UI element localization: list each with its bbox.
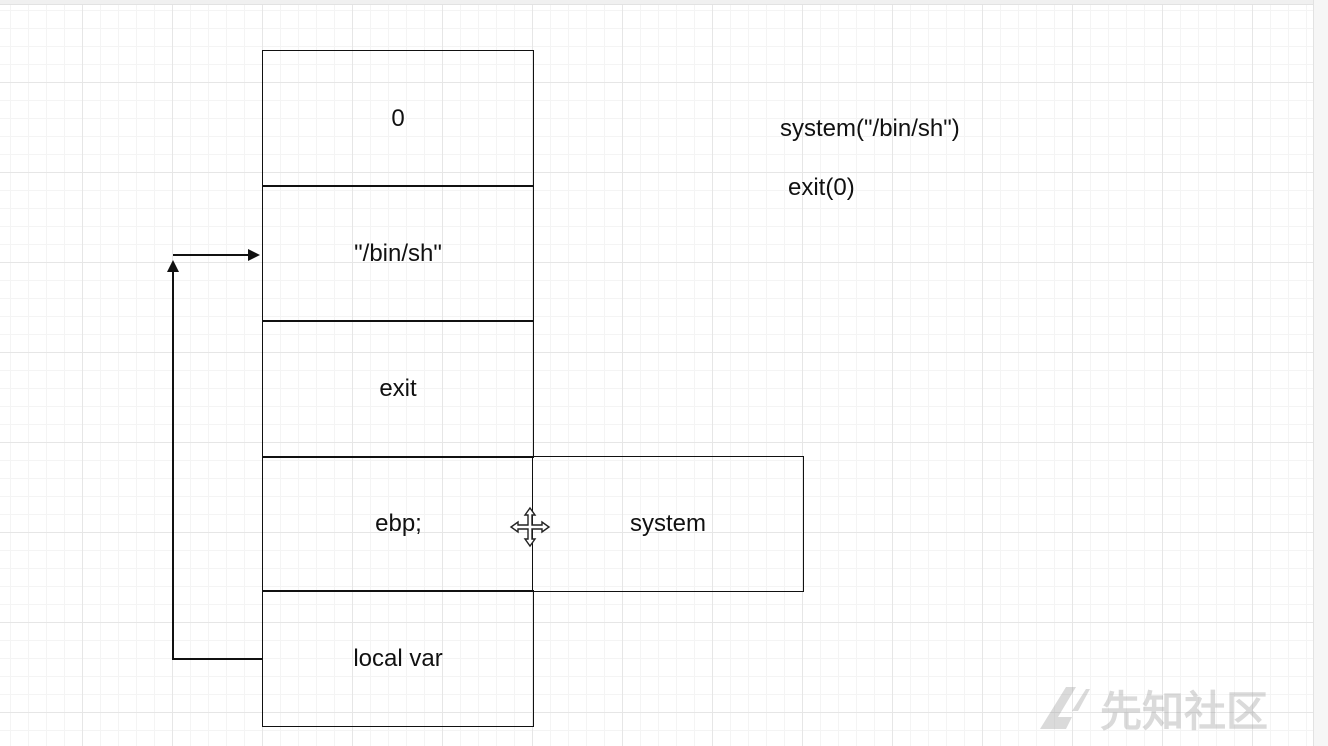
watermark-logo-icon [1040, 687, 1090, 729]
move-cursor-icon[interactable] [509, 506, 551, 548]
watermark-text: 先知社区 [1100, 686, 1269, 736]
watermark: 先知社区 [1036, 680, 1268, 736]
note-exit-call[interactable]: exit(0) [788, 174, 855, 201]
right-scroll-edge [1313, 0, 1328, 746]
stack-cell-ebp[interactable]: ebp; [262, 456, 534, 592]
stack-cell-zero[interactable]: 0 [262, 50, 534, 187]
system-box[interactable]: system [532, 456, 804, 592]
note-system-call[interactable]: system("/bin/sh") [780, 115, 960, 142]
stack-cell-local-var[interactable]: local var [262, 590, 534, 727]
stack-cell-binsh[interactable]: "/bin/sh" [262, 185, 534, 322]
system-box-label: system [629, 510, 706, 537]
stack-cell-exit[interactable]: exit [262, 320, 534, 458]
top-border [0, 0, 1328, 5]
arrow-path-left [167, 260, 262, 660]
